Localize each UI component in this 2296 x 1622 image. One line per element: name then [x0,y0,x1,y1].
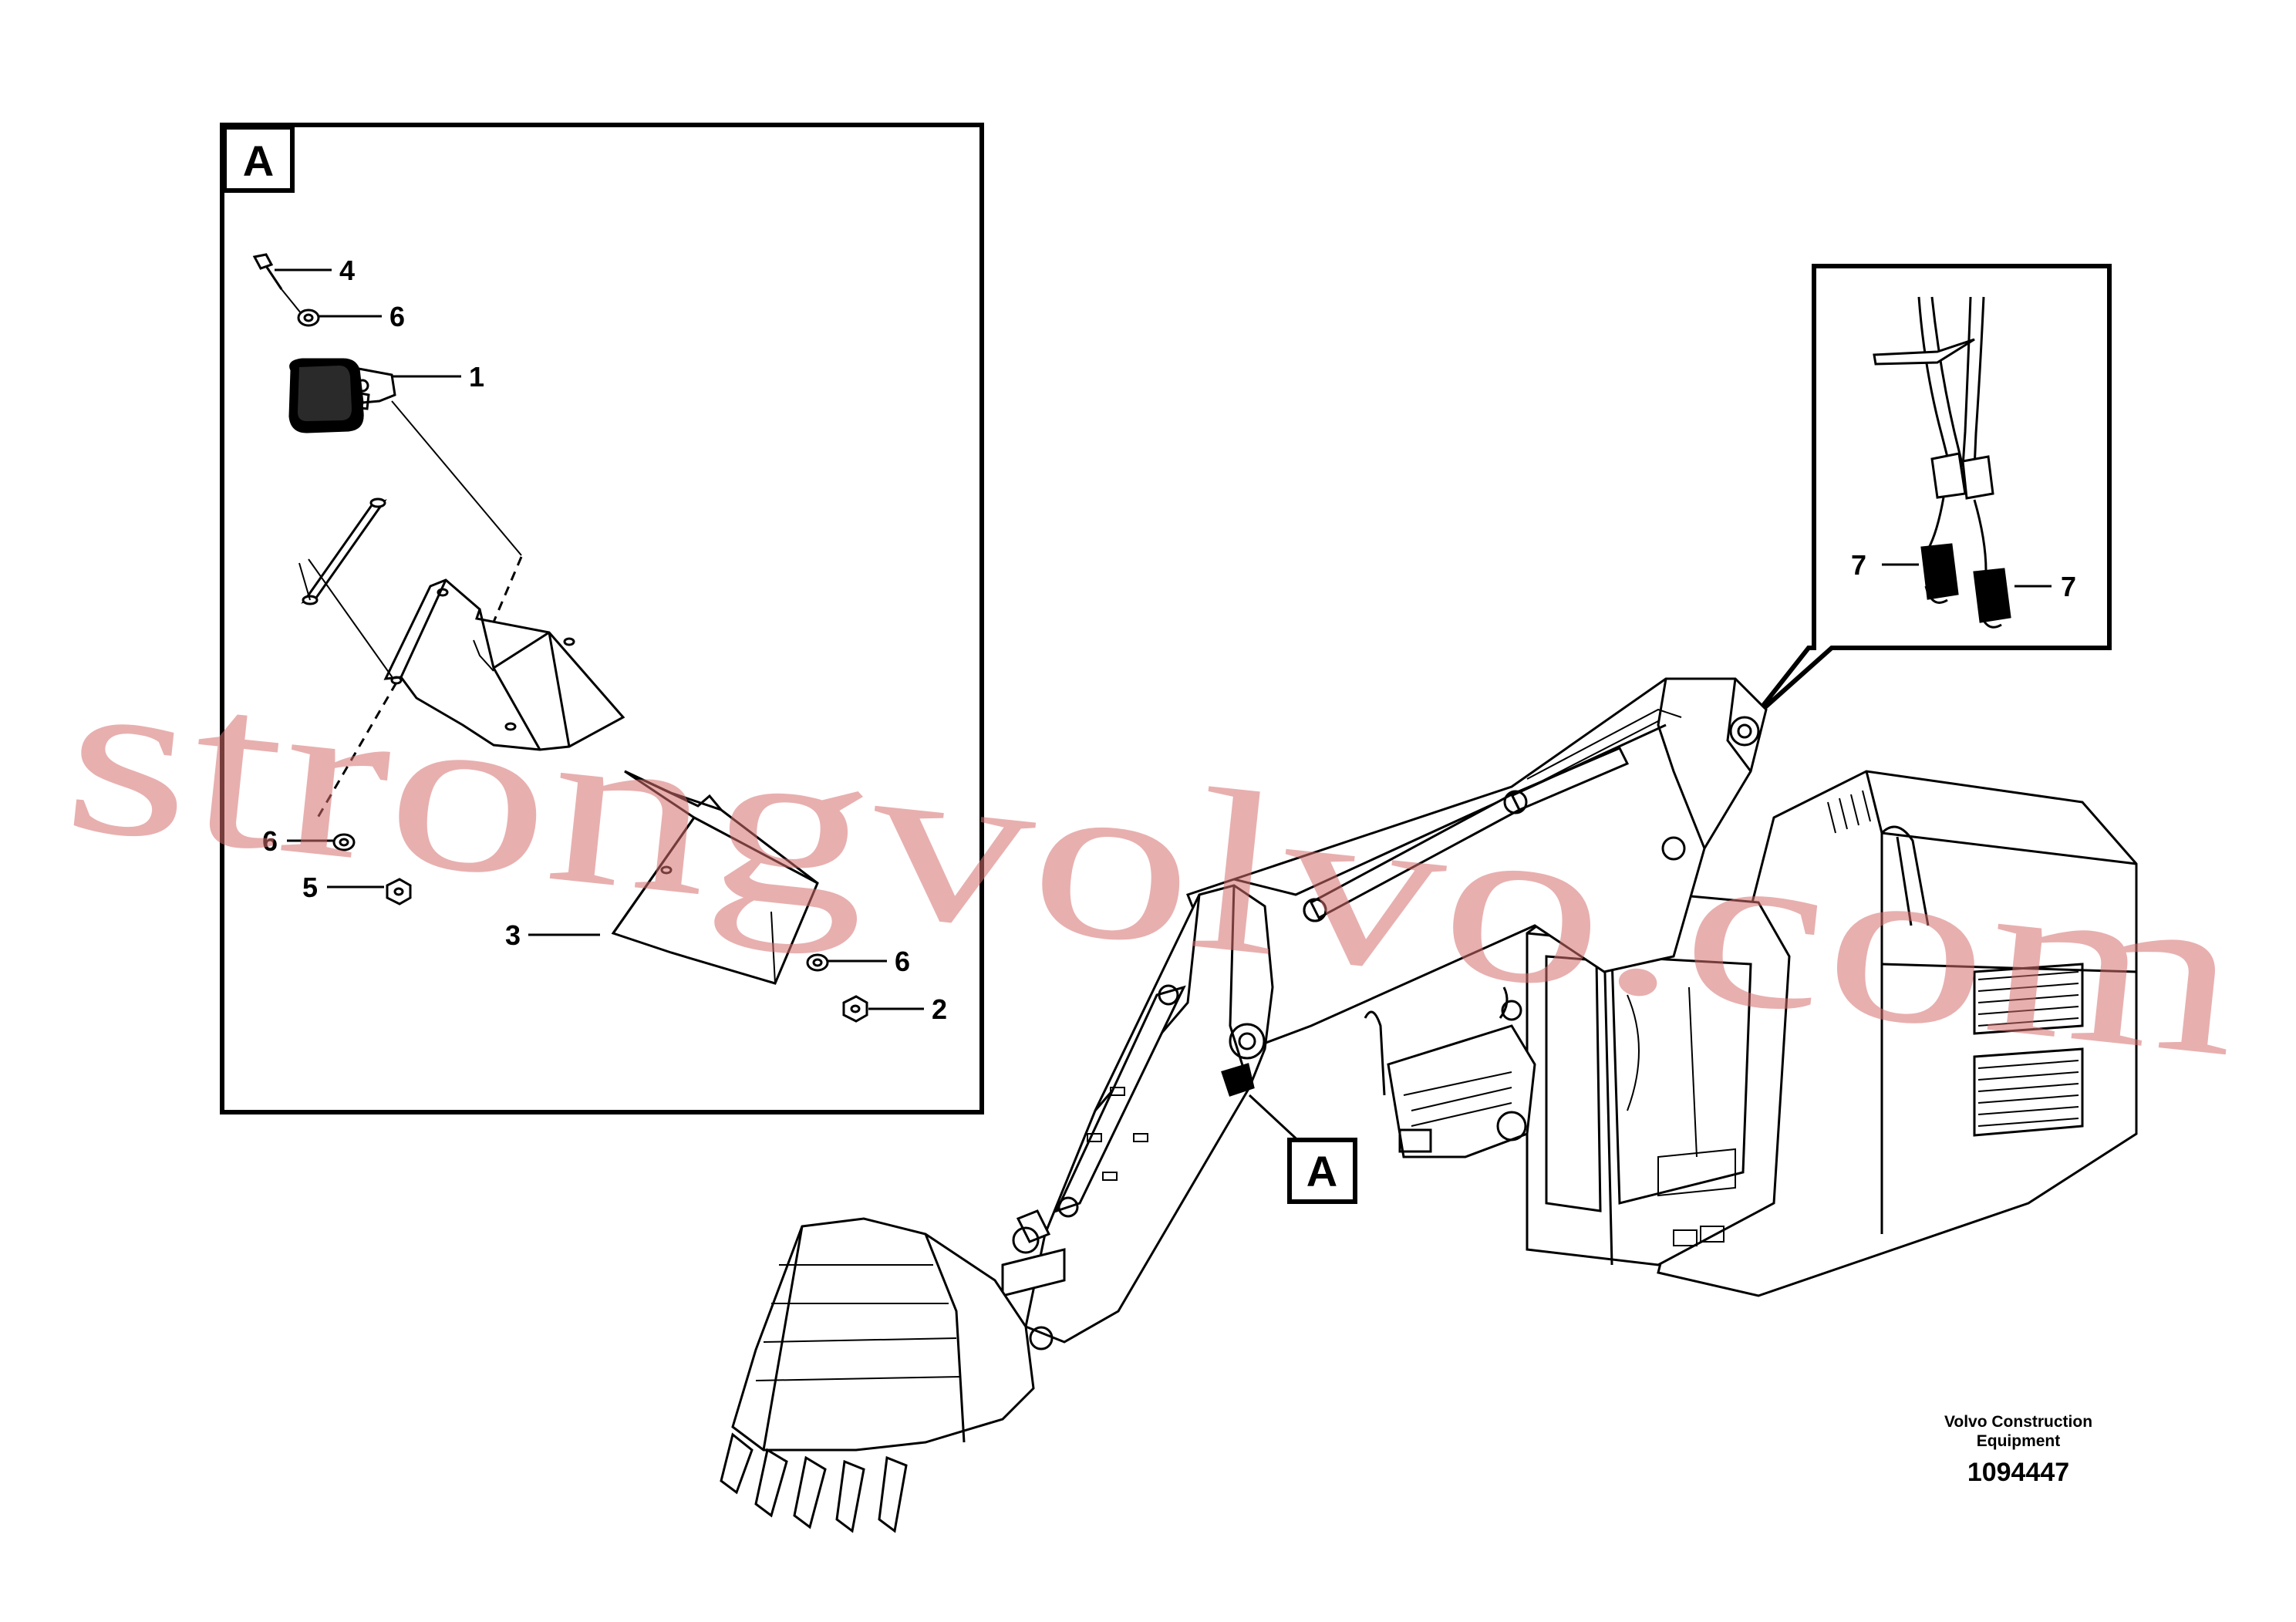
callout-1: 1 [469,361,484,393]
bucket-tooth-4 [835,1459,865,1533]
bucket [720,1217,1035,1533]
callout-6-right: 6 [895,946,910,977]
excavator: A [720,677,2138,1533]
undercarriage [1364,986,1536,1158]
stick-work-lamp [1221,1063,1255,1097]
nut [386,878,412,905]
pointer-a-box [1287,1138,1357,1204]
washer-left [332,833,356,851]
callout-2: 2 [932,993,947,1025]
radiator-grille-upper [1973,963,2084,1035]
nut-right [842,995,868,1023]
operator-cab [1526,885,1791,1266]
callout-3: 3 [505,919,521,951]
pointer-a-leader [1248,1094,1305,1147]
guard-cover [611,770,819,985]
bucket-tooth-1 [720,1432,754,1495]
detail-a-frame [220,123,984,1114]
manufacturer-line-1: Volvo Construction [1944,1413,2092,1431]
handrail [1880,825,1930,926]
connector-housing-right [1961,455,1994,500]
connector-detail-frame [1752,264,2112,720]
callout-6-top: 6 [389,301,405,332]
work-lamp [288,358,396,433]
callout-7-right: 7 [2061,571,2076,602]
manufacturer-line-2: Equipment [1977,1432,2061,1450]
detail-a-label: A [243,137,274,185]
plug-right [1973,568,2011,629]
connector-housing-left [1930,452,1967,499]
callout-4: 4 [339,255,355,286]
boom-stick-pivot [1229,1023,1266,1060]
upper-structure [1657,770,2138,1297]
bucket-tooth-3 [793,1455,827,1529]
callout-6-left: 6 [262,825,278,857]
detail-view-a: A 4 6 1 [220,123,984,1114]
stick-arm [1024,884,1327,1344]
bracket-dashed-line [316,682,398,818]
bucket-tooth-2 [754,1448,788,1518]
plug-left [1920,543,1959,604]
pointer-a-label: A [1306,1147,1337,1195]
detail-view-connectors: 7 7 [1752,264,2112,720]
document-number: 1094447 [1967,1458,2069,1487]
detail-a-label-box [222,125,295,193]
bolt [252,253,305,319]
callout-5: 5 [302,872,318,903]
washer-top [297,309,320,327]
bucket-tooth-5 [878,1455,908,1533]
hood-vents [1827,790,1871,834]
lamp-bracket [308,558,625,751]
washer-right [806,953,829,972]
boom [1186,677,1768,1050]
mounting-pin [298,497,387,605]
radiator-grille-lower [1973,1047,2084,1137]
lamp-axis-line [391,400,522,556]
boom-pivot [1729,716,1760,747]
bucket-linkage [1001,1209,1066,1351]
callout-7-left: 7 [1851,549,1866,581]
cable-tie [1873,338,1975,366]
